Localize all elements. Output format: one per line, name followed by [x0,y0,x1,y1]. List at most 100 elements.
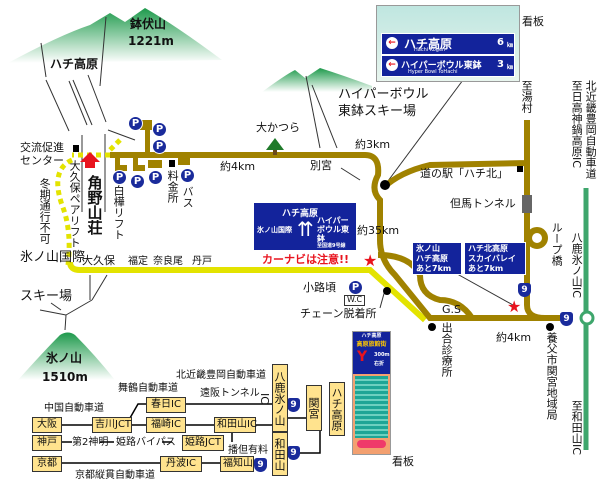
sign-b-line3: あと7km [468,264,504,273]
box-yokawa-jct: 吉川JCT [92,417,132,433]
label-hyonosen-ski: 氷ノ山国際 [20,250,86,265]
route-9-shield: 9 [287,446,300,460]
sign-hachi-kogen: ハチ高原 [404,37,453,51]
label-chugoku: 中国自動車道 [44,403,104,414]
box-fukusaki-ic: 福崎IC [146,417,186,433]
box-hachi-kogen: ハチ高原 [329,382,345,436]
sign-b-line1: ハチ北高原 [468,244,508,253]
distance-35km: 約35km [357,224,400,237]
ski-lifts [39,16,514,331]
sign-hyonosen: 氷ノ山 ハチ高原 あと7km [412,242,462,275]
label-maizuru: 舞鶴自動車道 [118,383,178,394]
mountain-name-hyonosen: 氷ノ山 [46,351,83,365]
label-hyperbowl-ski: 東鉢スキー場 [338,104,417,119]
sign-unit: ㎞ [506,64,513,71]
parking-icon: P [152,122,167,137]
box-wadayama: 和田山 [272,432,288,476]
sign-b-line2: スカイバレイ [468,254,516,263]
label-betsumiya: 別宮 [310,159,332,172]
parking-icon: P [128,116,143,131]
sign-distance-3: 3 [497,59,504,70]
label-shirakaba-lift: 白樺リフト [112,185,126,240]
label-to-kannabe: 至日高神鍋高原IC [570,80,584,168]
label-kitakinki: 北近畿豊岡自動車道 [176,370,266,381]
label-yoka-ic: 八鹿氷ノ山IC [570,232,584,298]
label-carnavi-warning: カーナビは注意!! [262,253,350,266]
label-bantan: 播但有料 [228,445,268,456]
label-winter-closed: 冬期通行不可 [38,178,52,244]
sign-a-line1: 氷ノ山 [416,244,440,253]
distance-3km: 約3km [355,138,391,151]
box-kyoto: 京都 [32,456,62,472]
mountain-height-hyonosen: 1510m [42,370,88,384]
sign-junction: ハチ高原 氷ノ山国際 ⇈ ハイパーボウル東鉢 至国道9号線 [253,202,357,251]
label-hyperbowl: ハイパーボウル [338,87,429,102]
label-yabu-office: 養父市関宮地域局 [545,332,559,420]
mountain-height-hachibuse: 1221m [128,34,174,48]
label-narao: 奈良尾 [153,256,183,267]
box-tanba-ic: 丹波IC [160,456,202,472]
label-okatsura: 大かつら [256,121,300,134]
label-kojigoro: 小路頃 [303,281,336,294]
label-okubo: 大久保 [82,254,115,267]
label-daini-shinmei: 第2神明 [72,437,109,448]
tajima-tunnel [522,195,532,213]
label-to-wadayama: 至和田山IC [570,400,584,455]
box-fukuchiyama: 福知山 [220,456,254,472]
sign-tall-title: ハチ高原 [361,333,382,339]
route-9-shield: 9 [560,312,573,326]
sign-tall-distance: 300m [374,352,390,358]
sign-junction-right: ハイパーボウル東鉢 [317,216,349,243]
label-bus: バス [181,186,195,208]
box-wadayama-ic: 和田山IC [214,417,257,433]
box-himeji-jct: 姫路JCT [182,435,224,451]
box-sekinomiya: 関宮 [306,385,322,431]
sign-junction-title: ハチ高原 [282,209,319,219]
label-okubo-lift: 大久保ペアリフト [68,160,82,248]
sign-junction-bottom: 至国道9号線 [317,243,346,249]
label-kouryu: 交流促進 [20,141,64,154]
sign-hachikita: ハチ北高原 スカイバレイ あと7km [464,242,526,275]
label-signboard-bottom: 看板 [392,455,414,468]
kadono-sansou-marker [80,152,100,168]
label-kyoto-jukan: 京都縦貫自動車道 [75,470,155,481]
parking-icon: P [152,139,167,154]
label-tajima-tunnel: 但馬トンネル [450,197,516,210]
route-9-shield: 9 [287,398,300,412]
sign-a-line2: ハチ高原 [416,254,448,263]
label-tohan-tunnel: 遠阪トンネル [200,388,260,399]
label-gs: G.S [442,303,462,316]
mountain-hachibuse [8,8,222,63]
label-signboard-top: 看板 [522,15,544,28]
sign-junction-left: 氷ノ山国際 [257,226,292,234]
signboard-ryokan: ハチ高原 高原旅館街 Y 300m 右折 [352,331,391,455]
svg-text:★: ★ [507,297,521,316]
box-osaka: 大阪 [32,417,62,433]
label-hachi-kogen: ハチ高原 [50,57,99,71]
signboard-top: ← ハチ高原 Hachi Kogen 6 ㎞ ← ハイパーボウル東鉢 Hyper… [376,5,520,82]
label-fukusada: 福定 [128,256,148,267]
label-toll: 料金所 [166,170,180,203]
parking-icon: P [112,170,127,185]
mountain-hyperbowl [262,68,372,92]
sign-a-line3: あと7km [416,264,452,273]
mountain-hyonosen [18,332,115,380]
box-yoka-ic: 八鹿氷ノ山IC [258,364,288,432]
distance-4km: 約4km [220,160,256,173]
sign-tall-turn: 右折 [374,361,385,367]
label-chain: チェーン脱着所 [300,307,377,320]
svg-text:★: ★ [363,251,377,270]
route-9-shield: 9 [518,283,531,297]
distance-4km-2: 約4km [496,331,532,344]
label-kouryu2: センター [20,154,64,167]
sign-tall-main: 高原旅館街 [356,341,387,348]
sign-distance-6: 6 [497,37,504,48]
parking-icon: P [130,174,145,189]
label-tando: 丹戸 [192,256,212,267]
label-kadono-sansou: 角野山荘 [85,175,104,235]
sign-hyperbowl: ハイパーボウル東鉢 [401,61,482,71]
sign-hachi-kogen-roman: Hachi Kogen [414,47,446,53]
label-himeji-bypass: 姫路バイパス [116,437,176,448]
